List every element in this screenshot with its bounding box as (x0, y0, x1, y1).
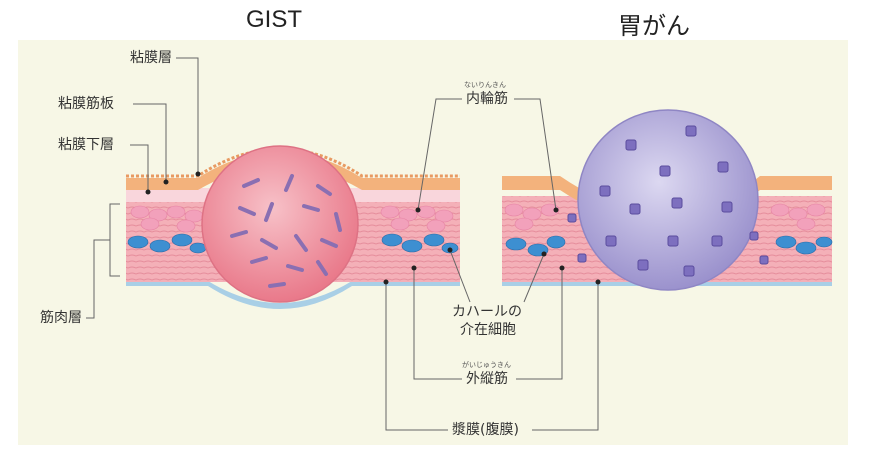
cancer-inner-circular-muscle-cells (504, 203, 826, 231)
label-inner-circular-muscle: 内輪筋 (466, 91, 508, 107)
gist-title: GIST (246, 6, 303, 33)
leader-lines (86, 57, 599, 431)
label-muscularis-propria: 筋肉層 (40, 310, 82, 326)
cancer-cells (567, 125, 769, 277)
cancer-wall (502, 109, 833, 291)
ruby-inner-circular-muscle: ないりんきん (464, 81, 506, 89)
gist-wall (126, 145, 460, 309)
stomach-cancer-title: 胃がん (618, 13, 690, 40)
gist-serosa-layer (126, 281, 460, 309)
ruby-outer-longitudinal-muscle: がいじゅうきん (462, 361, 511, 369)
label-interstitial-cells-line1: カハールの (452, 304, 522, 320)
gist-spindle-cells (230, 174, 342, 288)
label-mucosa: 粘膜層 (130, 50, 172, 66)
leader-dots (145, 171, 601, 285)
label-serosa: 漿膜(腹膜) (452, 422, 519, 438)
gist-inner-circular-muscle-cells (130, 205, 454, 233)
gist-tumor (201, 145, 359, 303)
label-submucosa: 粘膜下層 (58, 137, 114, 153)
label-interstitial-cells-line2: 介在細胞 (460, 322, 516, 338)
gist-mucosa-layer (126, 152, 460, 190)
label-muscularis-mucosae: 粘膜筋板 (58, 96, 114, 112)
cancer-tumor (577, 109, 759, 291)
label-outer-longitudinal-muscle: 外縦筋 (466, 371, 508, 387)
